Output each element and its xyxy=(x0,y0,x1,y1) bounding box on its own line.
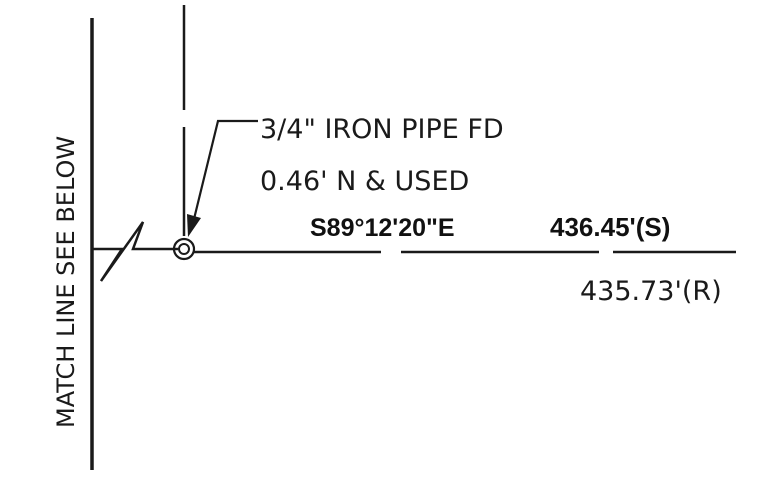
monument-note-line-1: 3/4" IRON PIPE FD xyxy=(260,114,504,145)
leader-arrowhead xyxy=(187,214,201,237)
bearing-label: S89°12'20"E xyxy=(310,214,455,242)
iron-pipe-inner-symbol xyxy=(178,243,190,255)
distance-record-label: 435.73'(R) xyxy=(580,276,722,307)
monument-note-line-2: 0.46' N & USED xyxy=(260,166,469,197)
match-line-label: MATCH LINE SEE BELOW xyxy=(52,136,80,428)
iron-pipe-outer-symbol xyxy=(172,237,196,261)
break-line xyxy=(92,221,178,282)
distance-surveyed-label: 436.45'(S) xyxy=(550,212,670,242)
note-leader-line xyxy=(192,119,258,220)
